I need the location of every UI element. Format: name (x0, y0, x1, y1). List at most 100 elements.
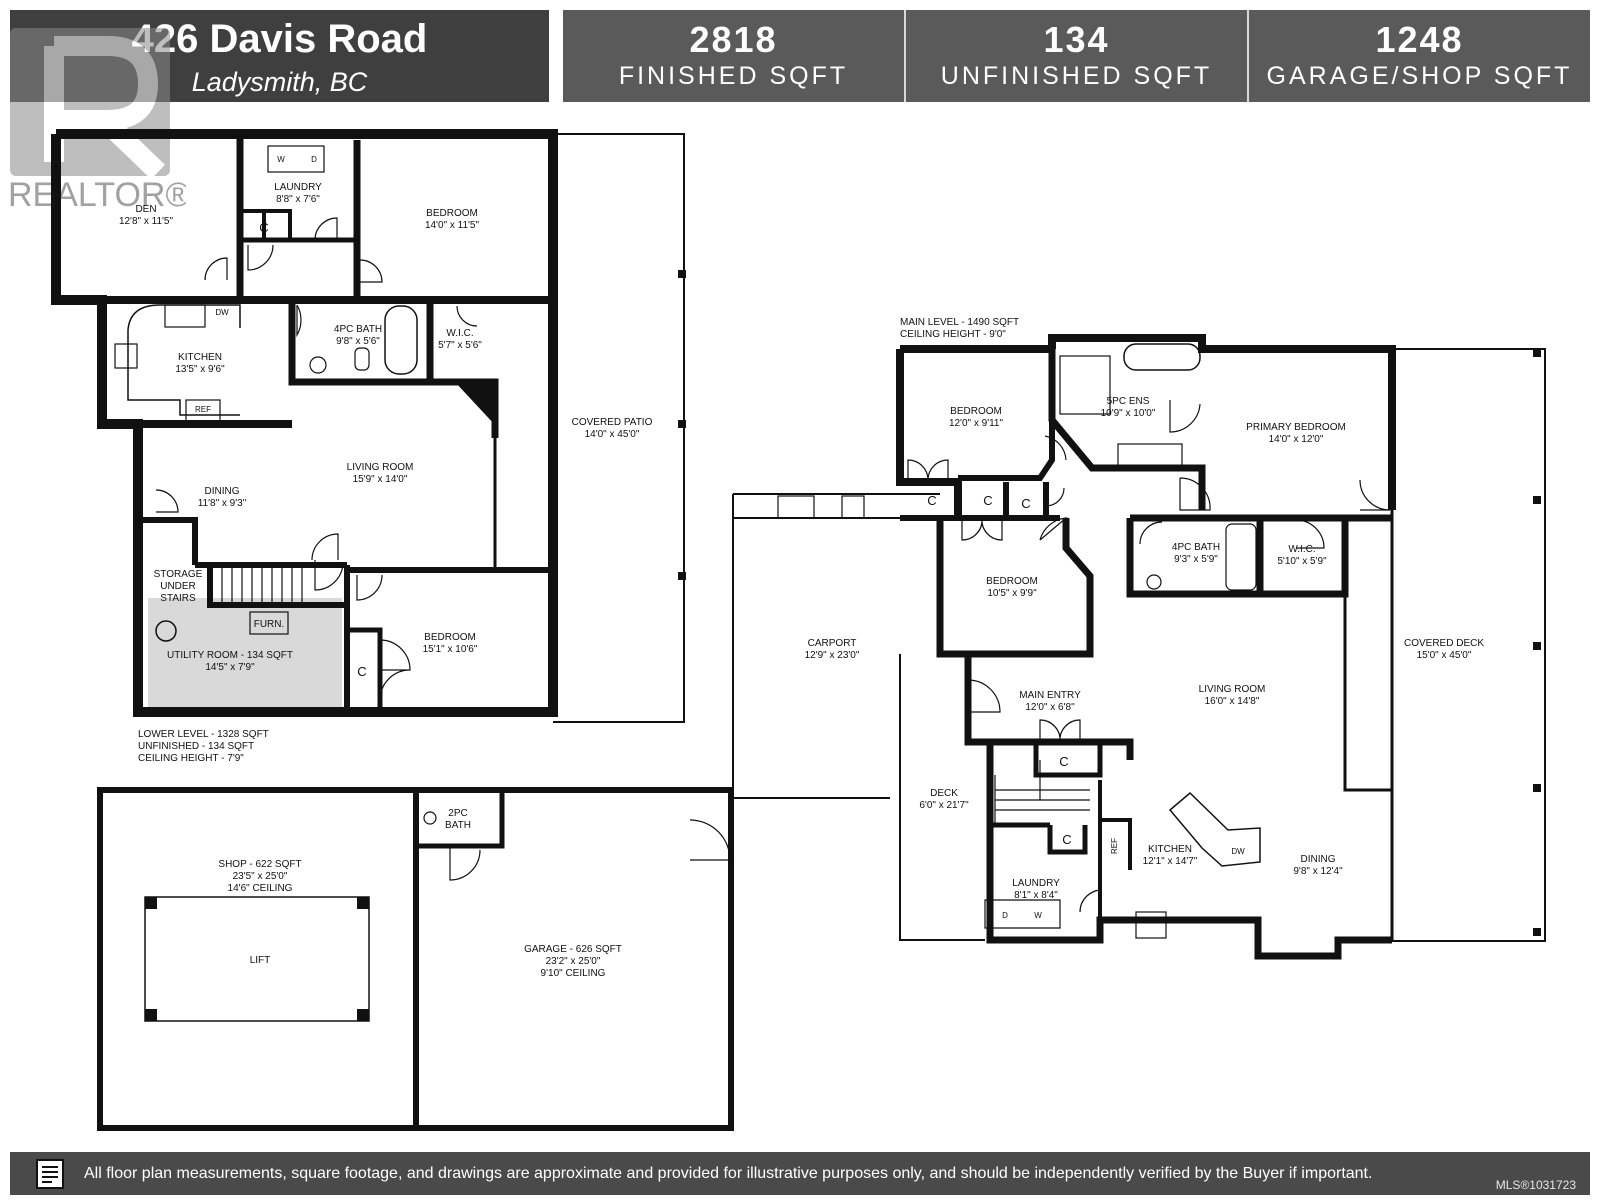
room-name: DINING (1301, 854, 1336, 865)
room-name: DEN (135, 204, 156, 215)
room-dim: 23'2" x 25'0" (546, 956, 601, 967)
room-name: KITCHEN (1148, 844, 1192, 855)
stat-value: 2818 (689, 19, 778, 60)
realtor-text: REALTOR® (8, 176, 186, 212)
room-dim: 12'0" x 9'11" (949, 418, 1004, 429)
dishwasher-label: DW (1231, 847, 1245, 856)
dishwasher-label: DW (215, 308, 229, 317)
washer-label: W (277, 155, 285, 164)
closet-label: C (357, 664, 366, 679)
room-dim: 15'0" x 45'0" (1417, 650, 1472, 661)
level-info: CEILING HEIGHT - 9'0" (900, 329, 1006, 340)
closet-label: C (1059, 754, 1068, 769)
room-dim: 15'9" x 14'0" (353, 474, 408, 485)
address-title: 426 Davis Road (131, 17, 428, 61)
storage-label: UNDER (160, 581, 196, 592)
washer-label: W (1034, 911, 1042, 920)
room-name: SHOP - 622 SQFT (218, 859, 301, 870)
closet-label: C (1062, 832, 1071, 847)
room-dim: 8'1" x 8'4" (1014, 890, 1058, 901)
disclaimer-text: All floor plan measurements, square foot… (84, 1164, 1373, 1182)
room-dim: 11'8" x 9'3" (198, 498, 247, 509)
room-dim: 10'9" x 10'0" (1101, 408, 1156, 419)
address-city: Ladysmith, BC (191, 67, 368, 97)
room-name: DINING (205, 486, 240, 497)
room-name: GARAGE - 626 SQFT (524, 944, 622, 955)
mls-number: MLS®1031723 (1495, 1178, 1576, 1192)
stat-finished: 2818 FINISHED SQFT (563, 10, 904, 102)
room-name: 4PC BATH (334, 324, 382, 335)
level-info: CEILING HEIGHT - 7'9" (138, 753, 244, 764)
room-name: LAUNDRY (274, 182, 322, 193)
bath-label: 2PC (448, 808, 467, 819)
room-dim: 12'1" x 14'7" (1143, 856, 1198, 867)
storage-label: STORAGE (154, 569, 203, 580)
dryer-label: D (1002, 911, 1008, 920)
room-dim: 14'0" x 12'0" (1269, 434, 1324, 445)
room-name: COVERED PATIO (572, 417, 653, 428)
room-name: KITCHEN (178, 352, 222, 363)
room-dim: 14'0" x 45'0" (585, 429, 640, 440)
stat-value: 1248 (1375, 19, 1464, 60)
room-dim: 16'0" x 14'8" (1205, 696, 1260, 707)
room-name: BEDROOM (986, 576, 1038, 587)
closet-label: C (927, 493, 936, 508)
room-dim: 5'10" x 5'9" (1277, 556, 1327, 567)
room-dim: 12'8" x 11'5" (119, 216, 174, 227)
room-name: LIVING ROOM (1199, 684, 1266, 695)
room-name: PRIMARY BEDROOM (1246, 422, 1346, 433)
room-dim: 15'1" x 10'6" (423, 644, 478, 655)
room-name: W.I.C. (446, 328, 473, 339)
fridge-label: REF (195, 405, 211, 414)
room-dim: 23'5" x 25'0" (233, 871, 288, 882)
stat-garage: 1248 GARAGE/SHOP SQFT (1247, 10, 1590, 102)
room-dim: 14'0" x 11'5" (425, 220, 480, 231)
room-dim: 5'7" x 5'6" (438, 340, 482, 351)
disclaimer-footer: All floor plan measurements, square foot… (10, 1152, 1590, 1195)
room-dim: 9'3" x 5'9" (1174, 554, 1218, 565)
room-name: COVERED DECK (1404, 638, 1484, 649)
room-ceiling: 14'6" CEILING (228, 883, 293, 894)
lift-label: LIFT (250, 955, 271, 966)
room-name: LIVING ROOM (347, 462, 414, 473)
room-dim: 13'5" x 9'6" (175, 364, 225, 375)
room-dim: 12'0" x 6'8" (1025, 702, 1075, 713)
bath-label: BATH (445, 820, 471, 831)
closet-label: C (1021, 496, 1030, 511)
room-name: LAUNDRY (1012, 878, 1060, 889)
closet-label: C (259, 220, 268, 235)
stat-value: 134 (1043, 19, 1110, 60)
room-name: MAIN ENTRY (1019, 690, 1081, 701)
stats-header: 2818 FINISHED SQFT 134 UNFINISHED SQFT 1… (563, 10, 1590, 102)
furnace-label: FURN. (254, 619, 285, 630)
room-dim: 12'9" x 23'0" (805, 650, 860, 661)
room-name: 4PC BATH (1172, 542, 1220, 553)
stat-label: UNFINISHED SQFT (940, 62, 1213, 90)
level-info: LOWER LEVEL - 1328 SQFT (138, 729, 269, 740)
room-ceiling: 9'10" CEILING (541, 968, 606, 979)
document-icon (36, 1158, 64, 1189)
room-name: DECK (930, 788, 958, 799)
level-info: UNFINISHED - 134 SQFT (138, 741, 254, 752)
room-dim: 14'5" x 7'9" (205, 662, 255, 673)
room-dim: 8'8" x 7'6" (276, 194, 320, 205)
room-dim: 9'8" x 12'4" (1293, 866, 1343, 877)
storage-label: STAIRS (160, 593, 196, 604)
closet-label: C (983, 493, 992, 508)
stat-label: FINISHED SQFT (618, 62, 849, 90)
fridge-label: REF (1110, 838, 1119, 854)
stat-label: GARAGE/SHOP SQFT (1266, 62, 1573, 90)
room-name: BEDROOM (424, 632, 476, 643)
room-dim: 6'0" x 21'7" (919, 800, 969, 811)
room-name: BEDROOM (426, 208, 478, 219)
room-name: 5PC ENS (1107, 396, 1150, 407)
room-dim: 9'8" x 5'6" (336, 336, 380, 347)
level-info: MAIN LEVEL - 1490 SQFT (900, 317, 1019, 328)
room-name: W.I.C. (1288, 544, 1315, 555)
stat-unfinished: 134 UNFINISHED SQFT (904, 10, 1247, 102)
room-name: CARPORT (808, 638, 857, 649)
dryer-label: D (311, 155, 317, 164)
room-name: BEDROOM (950, 406, 1002, 417)
room-dim: 10'5" x 9'9" (987, 588, 1037, 599)
